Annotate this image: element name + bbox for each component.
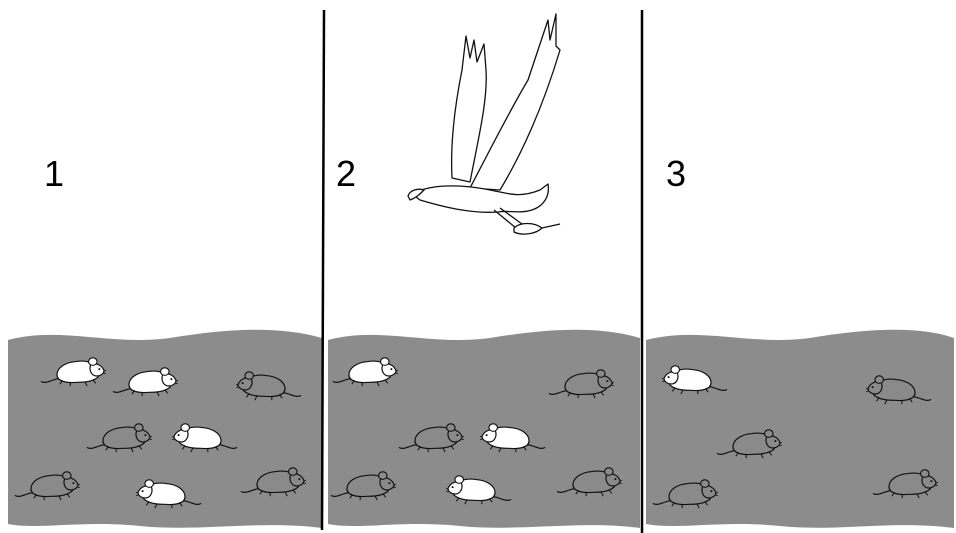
divider-1: [322, 10, 324, 530]
panel-number-3: 3: [666, 153, 686, 194]
panel-number-2: 2: [336, 153, 356, 194]
panel-number-1: 1: [44, 153, 64, 194]
hawk-icon: [408, 14, 560, 234]
